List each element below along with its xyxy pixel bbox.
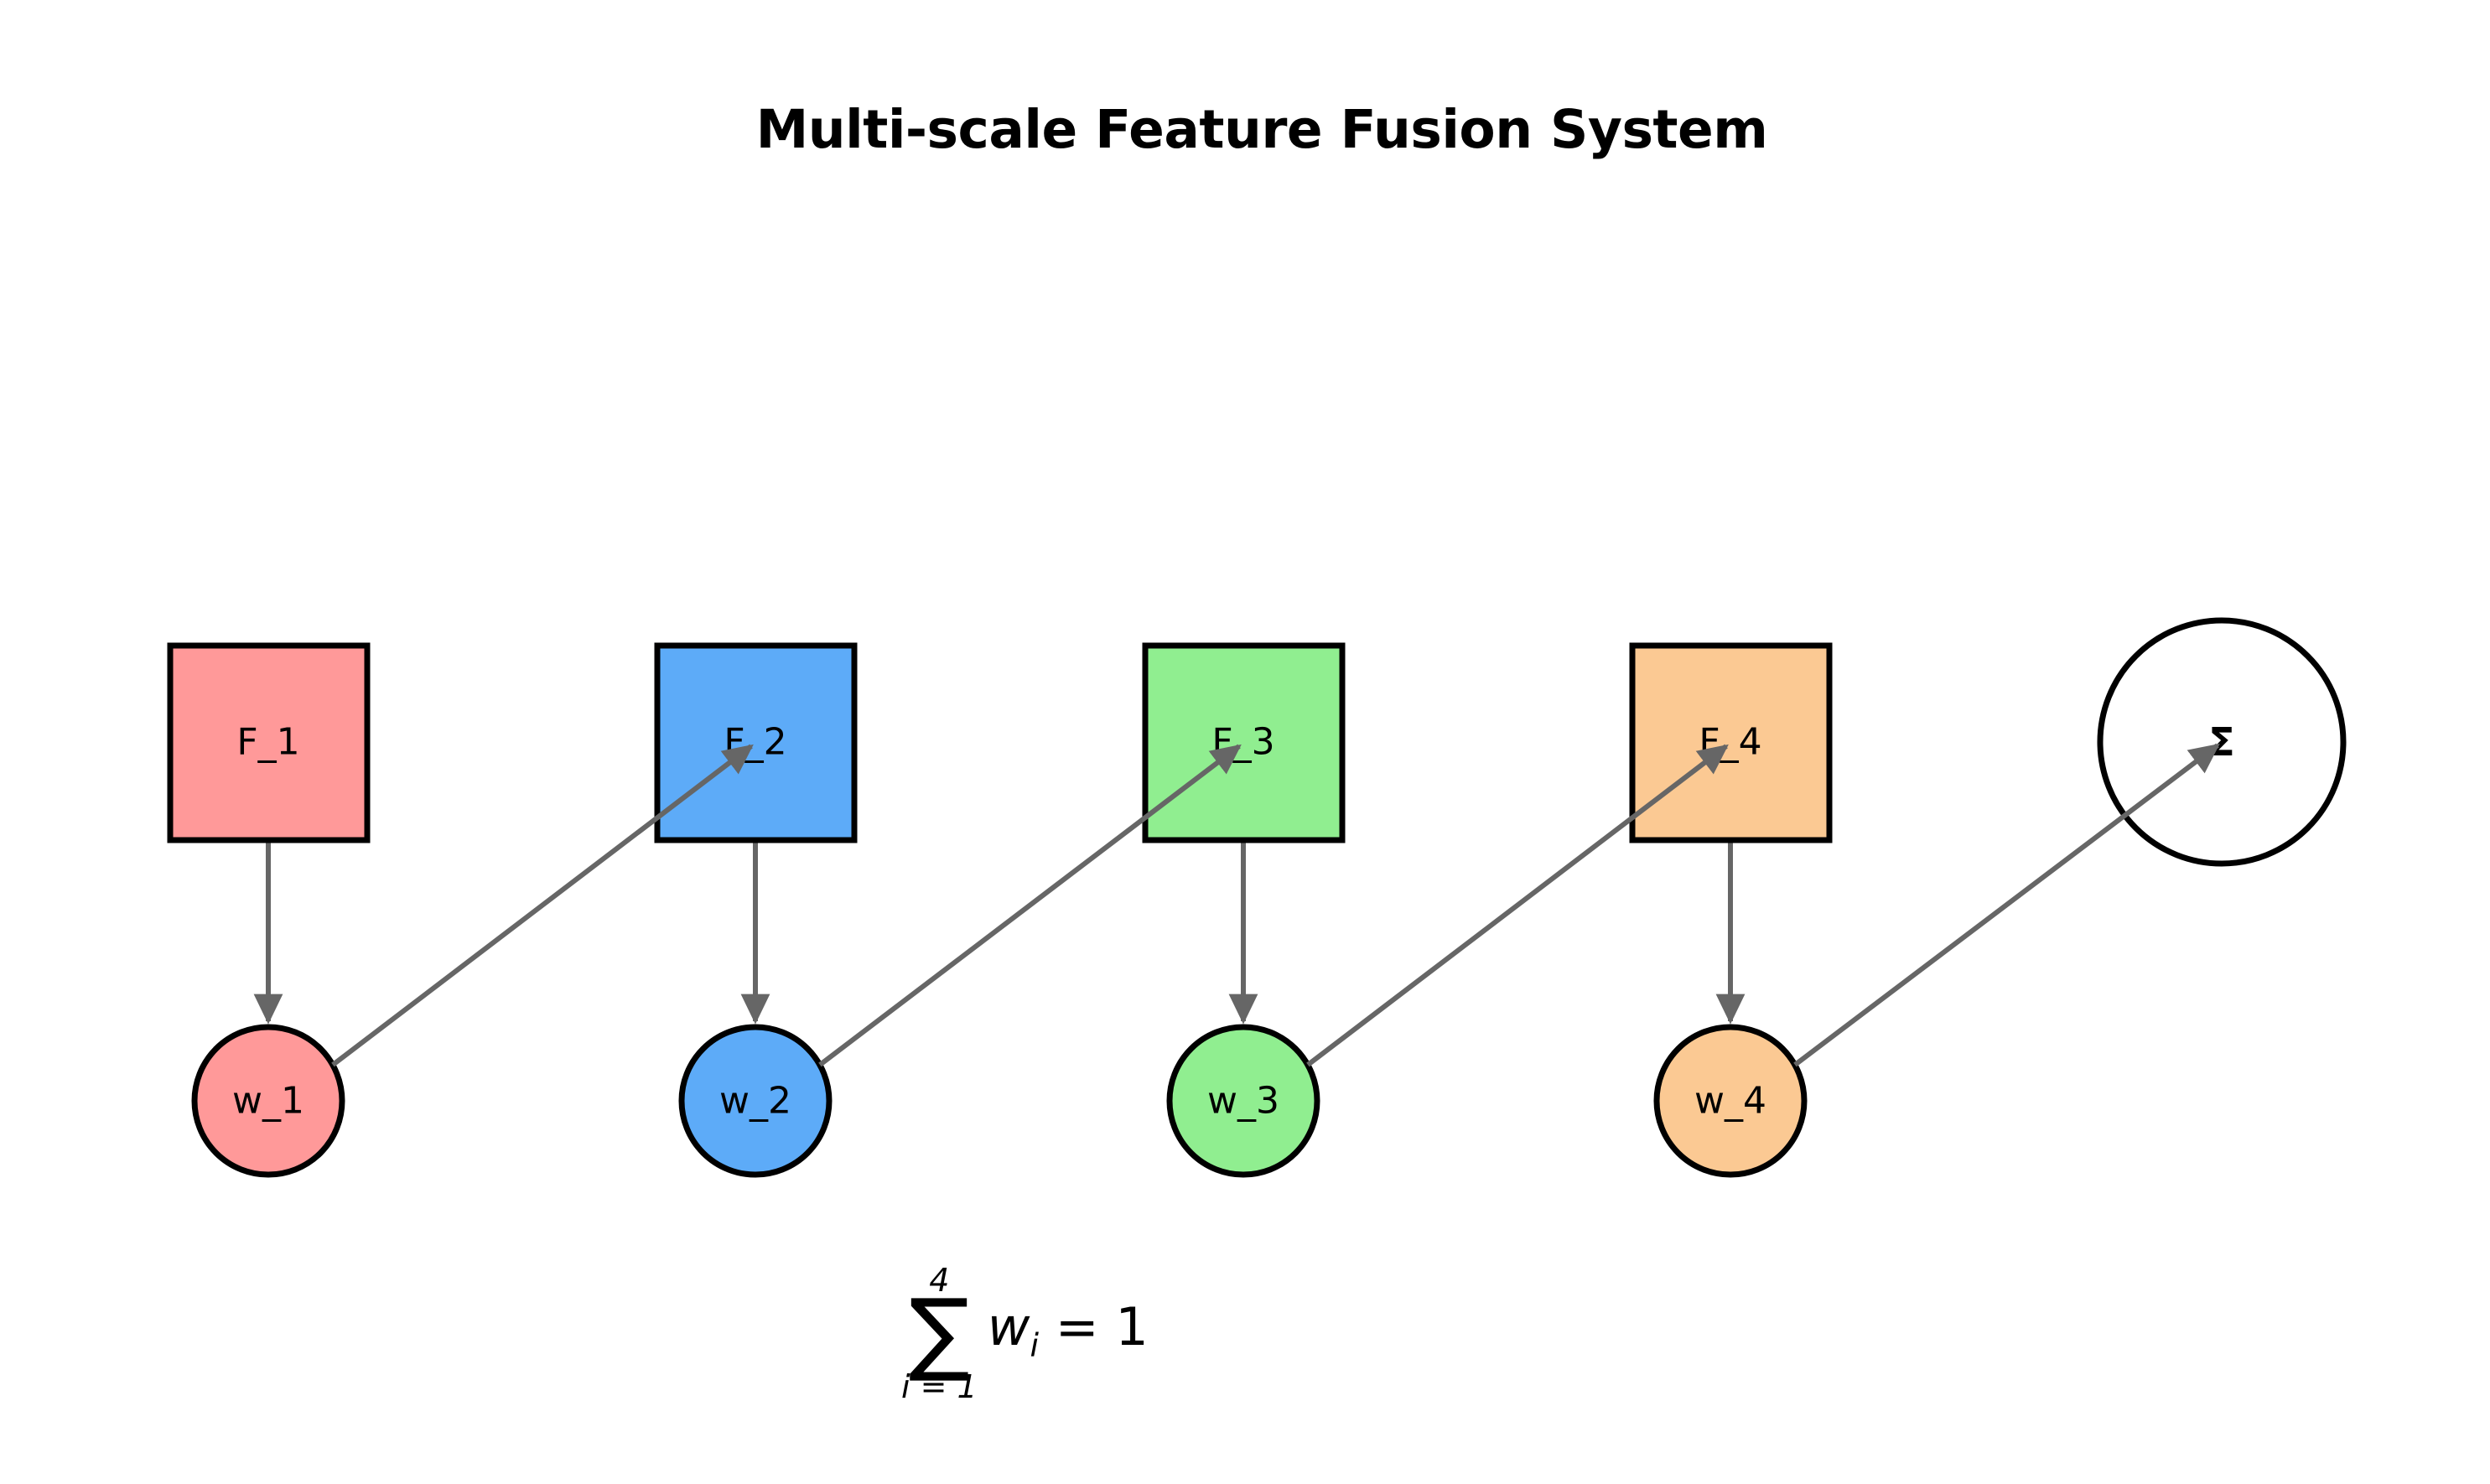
edge-w1-f2 <box>331 744 754 1067</box>
feature-node-f2[interactable] <box>654 642 858 843</box>
feature-label-f1: F_1 <box>236 721 299 764</box>
weight-label-w1: w_1 <box>232 1080 304 1123</box>
feature-node-f3[interactable] <box>1142 642 1346 843</box>
edge-layer <box>253 840 1746 1025</box>
summation-operator: 4 ∑ i = 1 <box>901 1264 978 1403</box>
formula-value: 1 <box>1115 1296 1149 1358</box>
weight-label-w4: w_4 <box>1694 1080 1766 1123</box>
weight-node-w3[interactable] <box>1166 1024 1320 1178</box>
edge-w4-sum <box>1793 743 2220 1067</box>
feature-box-f4[interactable] <box>1629 642 1833 843</box>
feature-node-f1[interactable] <box>167 642 371 843</box>
weight-label-w2: w_2 <box>719 1080 791 1123</box>
weight-node-w2[interactable] <box>678 1024 833 1178</box>
formula-subscript: i <box>1030 1326 1040 1364</box>
sum-node-circle[interactable] <box>2097 617 2347 867</box>
edge-w3-f4 <box>1306 744 1729 1067</box>
formula-variable: w <box>987 1296 1030 1358</box>
summation-upper-limit: 4 <box>929 1262 950 1299</box>
sum-constraint-formula: 4 ∑ i = 1 wi = 1 <box>901 1264 1149 1403</box>
edge-w2-f3 <box>818 744 1242 1067</box>
page-title-text: Multi-scale Feature Fusion System <box>755 99 1768 160</box>
weight-node-w1[interactable] <box>191 1024 345 1178</box>
formula-expression: wi = 1 <box>988 1296 1149 1363</box>
feature-node-f4[interactable] <box>1629 642 1833 843</box>
diagonal-edge-layer <box>331 743 2220 1067</box>
page-title: Multi-scale Feature Fusion System <box>0 99 2490 160</box>
weight-node-w4[interactable] <box>1653 1024 1808 1178</box>
summation-lower-limit: i = 1 <box>901 1368 978 1406</box>
feature-box-f2[interactable] <box>654 642 858 843</box>
summation-sigma-glyph: ∑ <box>908 1280 970 1385</box>
feature-box-f1[interactable] <box>167 642 371 843</box>
feature-box-f3[interactable] <box>1142 642 1346 843</box>
sum-node-label: Σ <box>2208 719 2234 765</box>
formula-equals: = <box>1039 1296 1116 1358</box>
weight-label-w3: w_3 <box>1207 1080 1279 1123</box>
